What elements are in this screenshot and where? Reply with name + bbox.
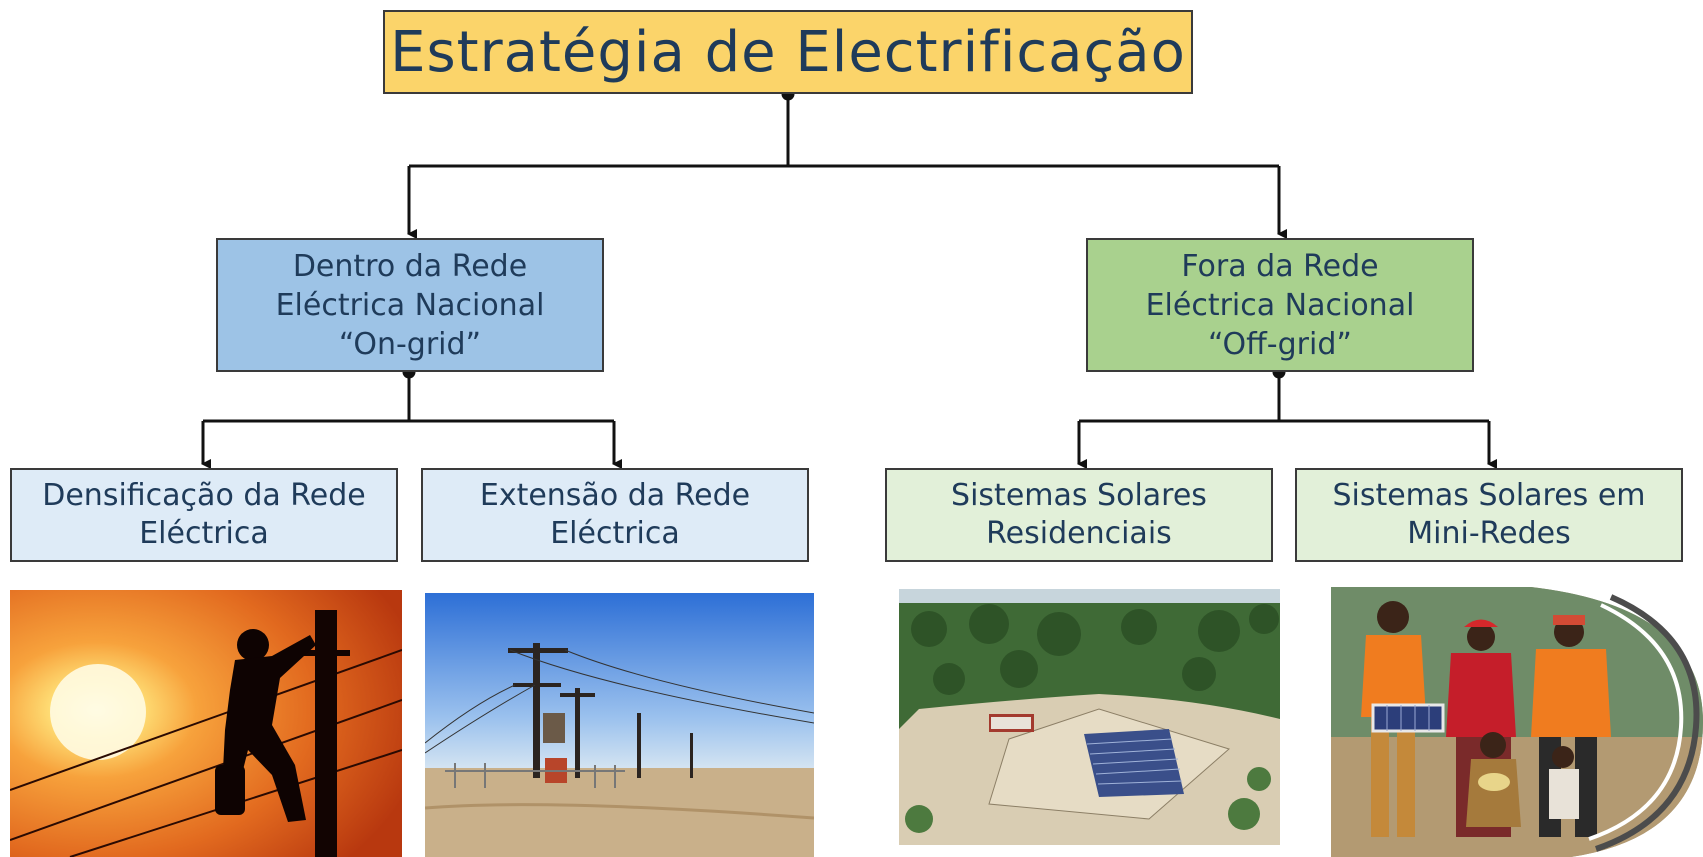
ongrid-to-children-connector xyxy=(203,372,614,423)
solares-mini-redes-node: Sistemas Solares em Mini-Redes xyxy=(1295,468,1683,562)
family-solar-panel-photo xyxy=(1331,587,1703,857)
extensao-node: Extensão da Rede Eléctrica xyxy=(421,468,809,562)
solares-residenciais-node: Sistemas Solares Residenciais xyxy=(885,468,1273,562)
offgrid-node: Fora da Rede Eléctrica Nacional “Off-gri… xyxy=(1086,238,1474,372)
ongrid-node: Dentro da Rede Eléctrica Nacional “On-gr… xyxy=(216,238,604,372)
diagram-title: Estratégia de Electrificação xyxy=(383,10,1193,94)
title-to-branches-connector xyxy=(409,94,1279,168)
lineworker-silhouette-photo xyxy=(10,590,402,857)
offgrid-to-children-connector xyxy=(1079,372,1489,423)
densificacao-node: Densificação da Rede Eléctrica xyxy=(10,468,398,562)
aerial-solar-farm-photo xyxy=(899,589,1280,845)
power-pylons-photo xyxy=(425,593,814,857)
